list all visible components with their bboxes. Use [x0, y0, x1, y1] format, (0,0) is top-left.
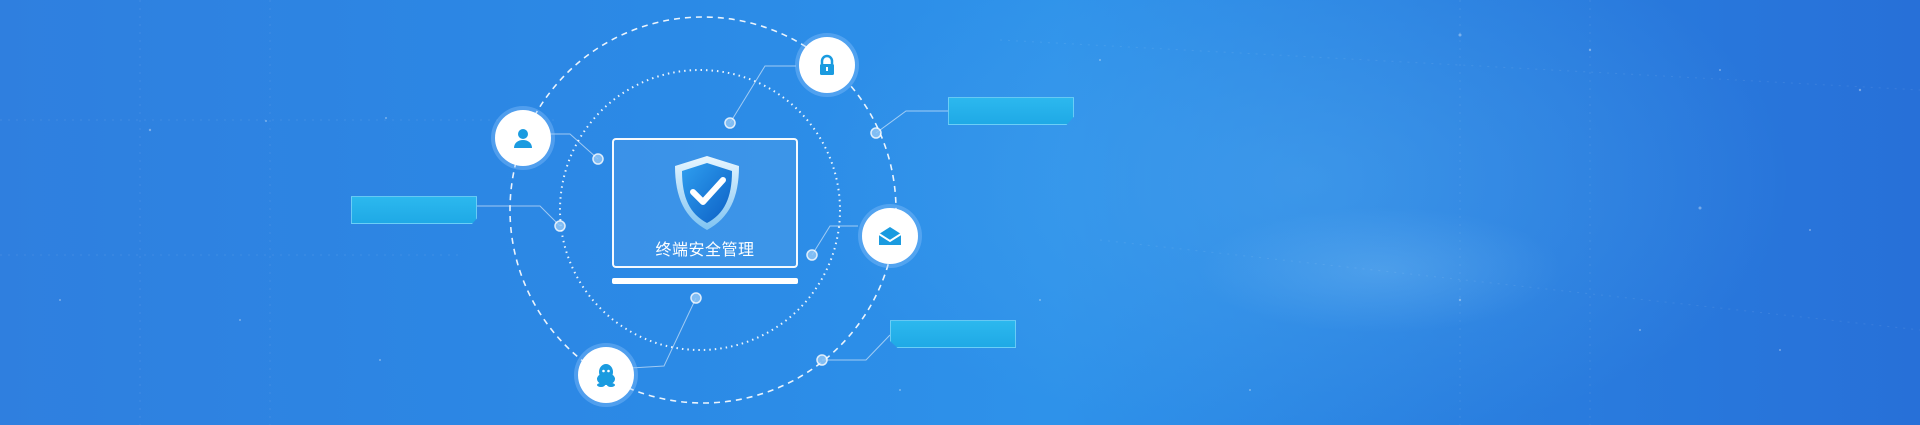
- connector-node: [806, 249, 818, 261]
- mail-badge: [862, 208, 918, 264]
- lock-badge: [799, 37, 855, 93]
- connector-node: [554, 220, 566, 232]
- connector-node: [816, 354, 828, 366]
- lock-icon: [820, 54, 834, 75]
- label-tag-bottom-right: [890, 320, 1016, 348]
- qq-badge: [578, 347, 634, 403]
- label-tag-top-right: [948, 97, 1074, 125]
- label-tag-left: [351, 196, 477, 224]
- connector-node: [690, 292, 702, 304]
- qq-penguin-icon: [597, 364, 615, 387]
- connector-node: [592, 153, 604, 165]
- shield-check-icon: [675, 156, 739, 230]
- user-icon: [514, 129, 532, 148]
- connector-node: [724, 117, 736, 129]
- inner-dotted-ring: [559, 69, 841, 351]
- panel-title: 终端安全管理: [655, 240, 755, 259]
- user-badge: [495, 110, 551, 166]
- mail-icon: [878, 227, 902, 245]
- panel-base-bar: [612, 278, 798, 284]
- terminal-security-panel: 终端安全管理: [612, 138, 798, 268]
- connector-node: [870, 127, 882, 139]
